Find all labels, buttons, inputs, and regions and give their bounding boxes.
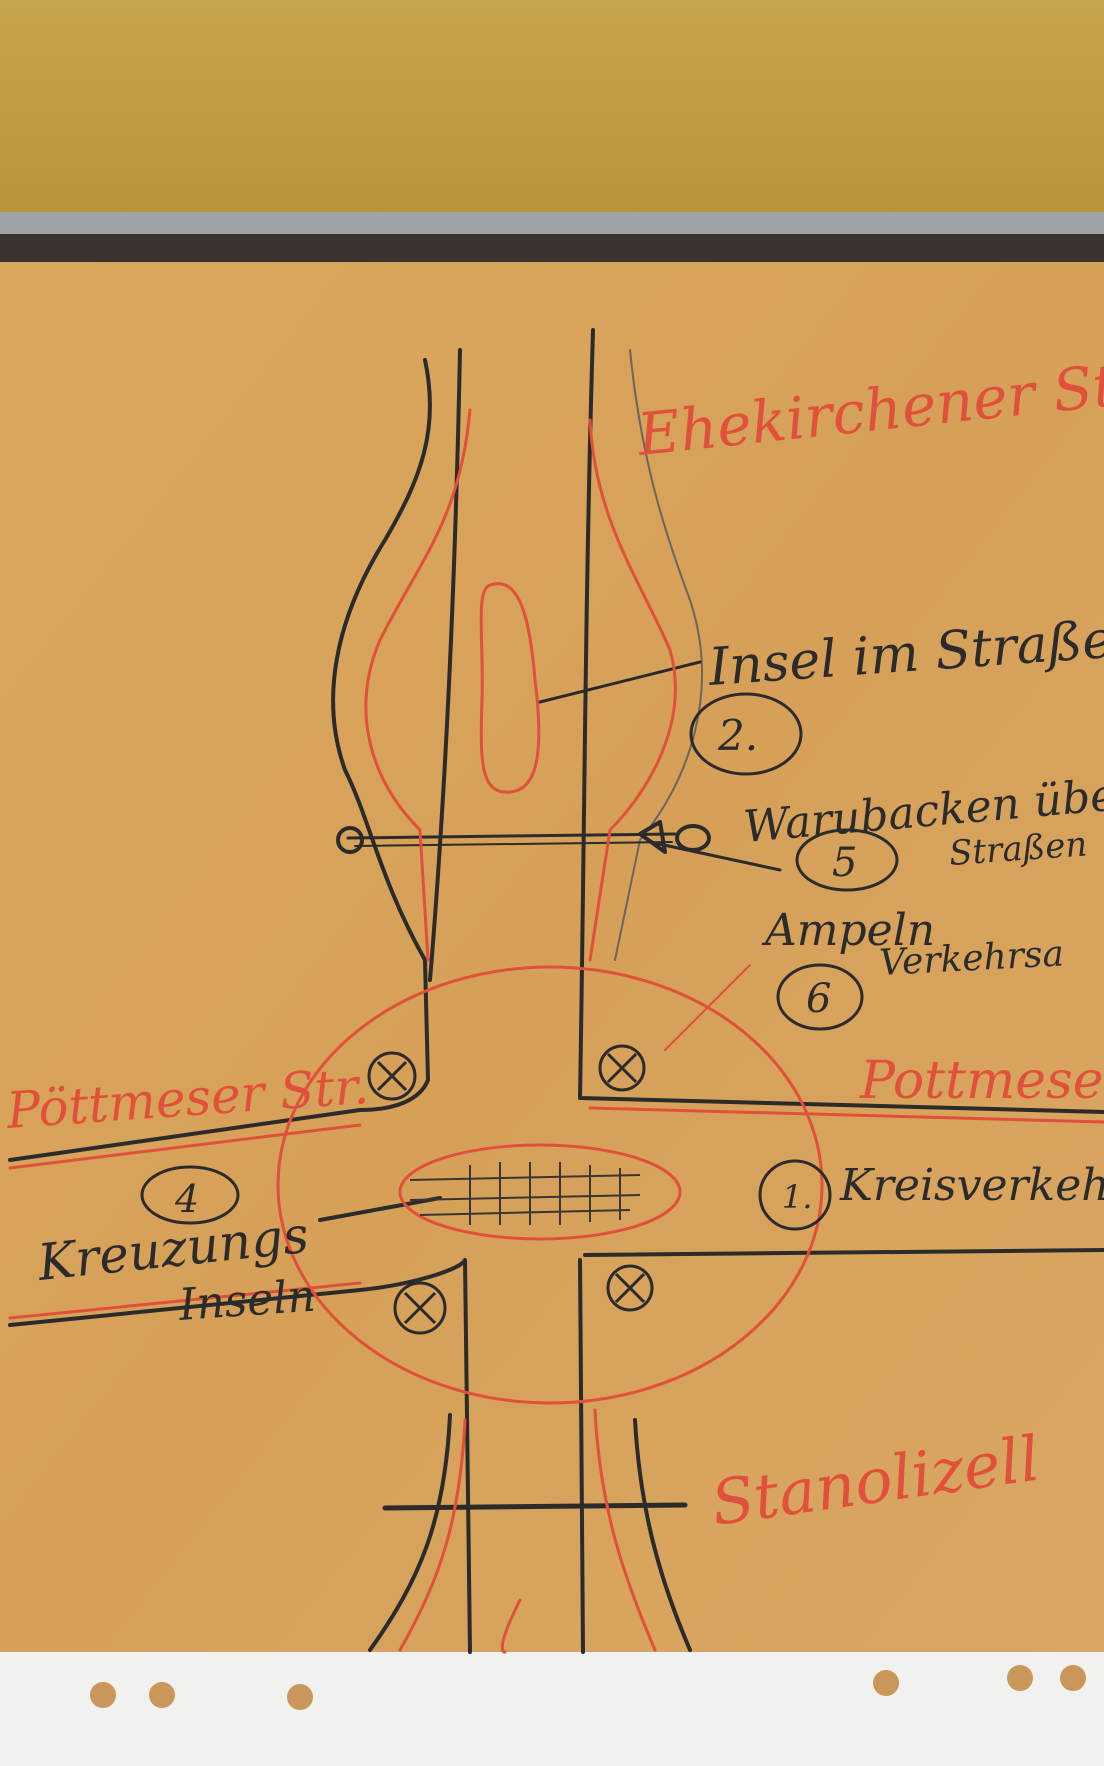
label-bottom-street: Stanolizell [707, 1422, 1044, 1540]
label-intersection-2: Inseln [176, 1271, 317, 1331]
label-crosswalk-2: Straßen [948, 824, 1089, 874]
label-pottmeser-left: Pöttmeser Str. [4, 1057, 371, 1140]
label-num2: 2. [717, 711, 758, 760]
label-roundabout: Kreisverkehr [839, 1160, 1104, 1211]
label-num5: 5 [832, 840, 857, 886]
label-num6: 6 [806, 976, 831, 1022]
label-num4: 4 [174, 1177, 199, 1221]
label-street-top: Ehekirchener Str [633, 348, 1104, 469]
label-island: Insel im Straße [706, 610, 1104, 698]
label-traffic: Verkehrsa [878, 933, 1065, 984]
label-num1: 1. [782, 1178, 813, 1216]
label-pottmeser-right: Pottmeser [859, 1051, 1104, 1111]
